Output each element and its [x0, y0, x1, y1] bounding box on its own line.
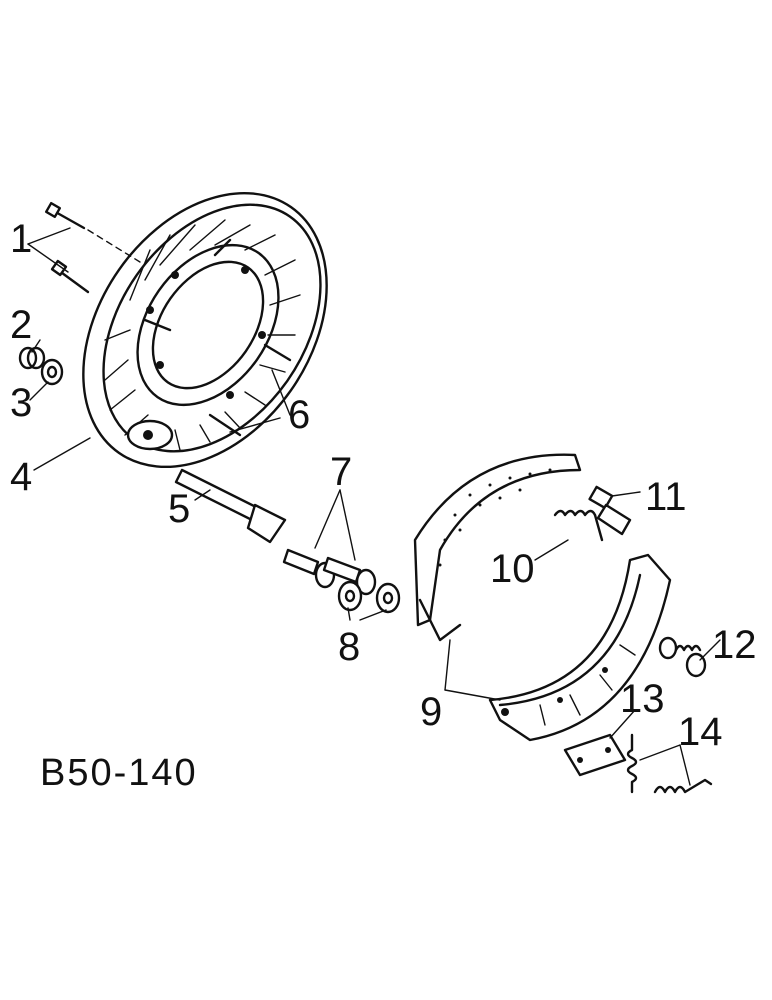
return-spring [553, 509, 604, 542]
callout-7: 7 [330, 450, 352, 494]
spring-washer [18, 346, 46, 370]
callout-8: 8 [338, 625, 360, 669]
adjuster-studs [282, 548, 377, 596]
anchor-plate [563, 733, 627, 777]
leader-lines [27, 227, 721, 786]
anchor-pin [174, 468, 287, 544]
callout-3: 3 [10, 381, 32, 425]
flat-washer [40, 358, 64, 386]
callout-4: 4 [10, 455, 32, 499]
callout-10: 10 [490, 547, 535, 591]
callout-14: 14 [678, 710, 723, 754]
brake-shoe-lower [488, 553, 672, 742]
shoe-springs [626, 733, 713, 794]
callout-11: 11 [645, 475, 687, 519]
bolt-pair [44, 201, 141, 294]
hold-down-spring [658, 636, 707, 678]
backing-plate [82, 191, 328, 469]
stud-washers [337, 580, 401, 614]
callout-labels: 1 2 3 4 5 6 7 8 9 10 11 12 13 14 B50-140 [10, 217, 757, 794]
callout-5: 5 [168, 487, 190, 531]
callout-6: 6 [288, 393, 310, 437]
callout-13: 13 [620, 677, 665, 721]
callout-2: 2 [10, 303, 32, 347]
callout-9: 9 [420, 690, 442, 734]
brake-shoe-upper [413, 453, 582, 642]
diagram-code: B50-140 [40, 752, 198, 794]
adjuster-screw [588, 485, 632, 536]
callout-12: 12 [712, 623, 757, 667]
callout-1: 1 [10, 217, 32, 261]
